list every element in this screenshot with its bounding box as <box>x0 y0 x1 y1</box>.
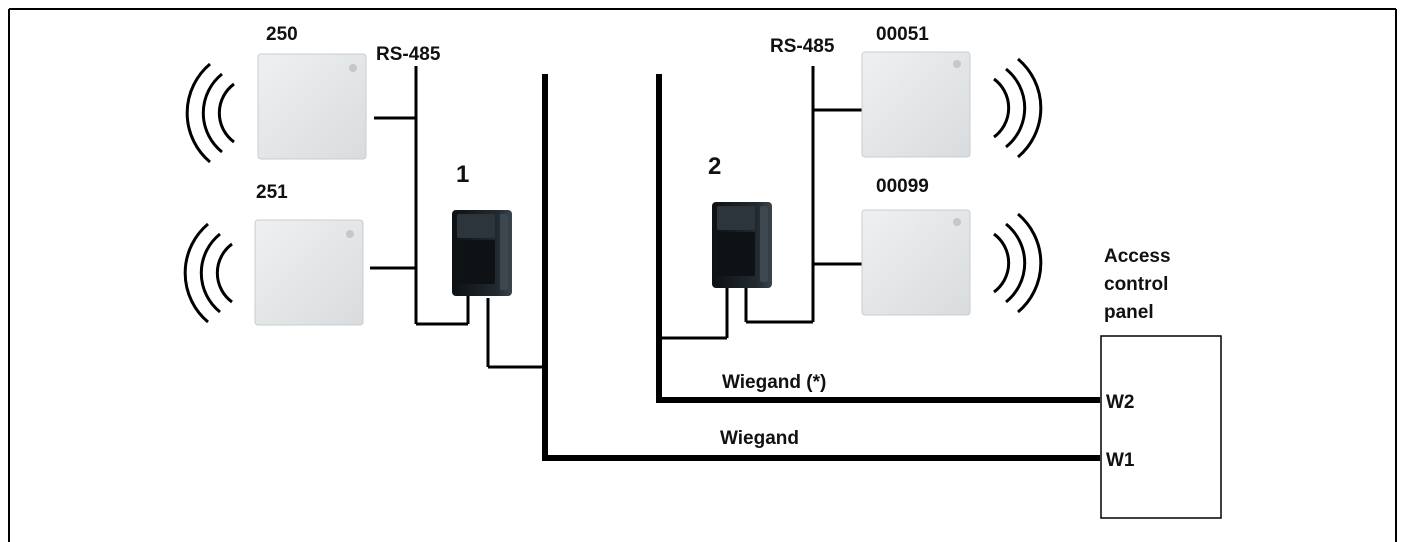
radio-waves-icon <box>185 62 235 164</box>
controller2-wiegand-link <box>659 288 729 340</box>
radio-waves-icon <box>183 222 233 324</box>
panel-title-line2: control <box>1104 274 1168 295</box>
converter-module-icon <box>452 210 512 296</box>
radio-waves-icon <box>993 212 1043 314</box>
wiegand-main-label: Wiegand <box>720 428 799 449</box>
reader-label-251: 251 <box>256 182 288 203</box>
rs485-label-left: RS-485 <box>376 44 441 65</box>
wiegand-bus-star <box>656 74 1100 403</box>
wiegand-bus-main <box>542 74 1100 461</box>
reader-label-00051: 00051 <box>876 24 929 45</box>
panel-input-w2: W2 <box>1106 392 1135 413</box>
panel-input-w1: W1 <box>1106 450 1135 471</box>
reader-label-250: 250 <box>266 24 298 45</box>
panel-title-line3: panel <box>1104 302 1154 323</box>
access-control-panel: Access control panel W2 W1 <box>1100 246 1222 519</box>
reader-00051: 00051 <box>861 24 1043 159</box>
rs485-label-right: RS-485 <box>770 36 835 57</box>
wireless-reader-icon <box>861 51 971 158</box>
wireless-reader-icon <box>257 53 367 160</box>
wiegand-star-label: Wiegand (*) <box>722 372 826 393</box>
wireless-reader-icon <box>254 219 364 326</box>
controller-label-2: 2 <box>708 153 721 180</box>
panel-title-line1: Access <box>1104 246 1171 267</box>
panel-box <box>1100 335 1222 519</box>
reader-251: 251 <box>183 182 364 326</box>
reader-00099: 00099 <box>861 176 1043 316</box>
wireless-reader-icon <box>861 209 971 316</box>
rs485-wiring-left <box>370 66 470 326</box>
reader-250: 250 <box>185 24 367 164</box>
rs485-wiring-right <box>744 66 862 324</box>
radio-waves-icon <box>993 57 1043 159</box>
controller1-wiegand-link <box>486 298 545 369</box>
reader-label-00099: 00099 <box>876 176 929 197</box>
converter-module-icon <box>712 202 772 288</box>
controller-2: 2 <box>708 153 772 288</box>
controller-1: 1 <box>452 161 512 296</box>
controller-label-1: 1 <box>456 161 469 188</box>
